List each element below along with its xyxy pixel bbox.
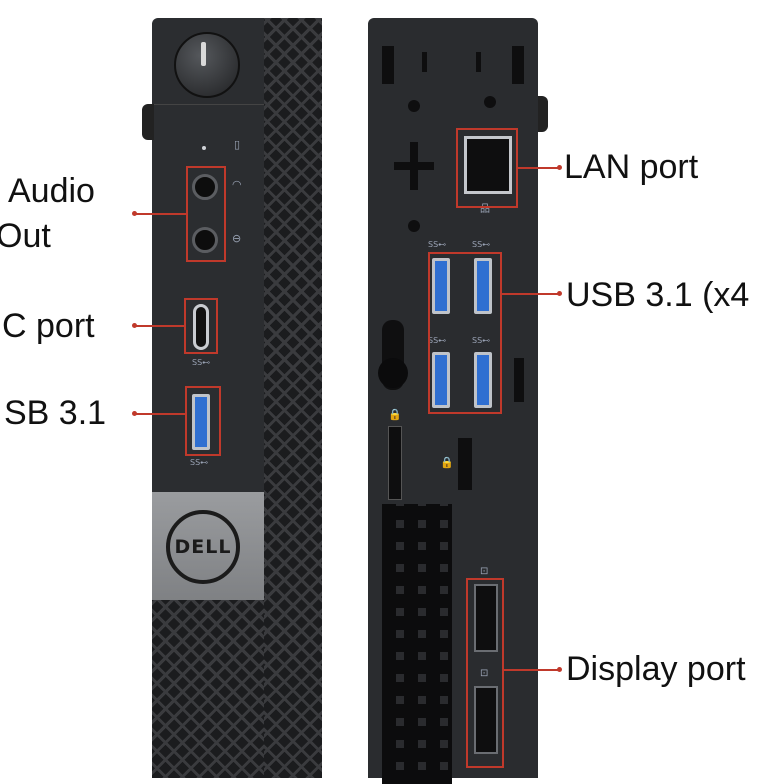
front-usb-leader-dot xyxy=(132,411,137,416)
display-port-label: Display port xyxy=(566,650,746,688)
lan-label: LAN port xyxy=(564,148,699,186)
usbc-label: C port xyxy=(2,307,95,345)
display-leader-dot xyxy=(557,667,562,672)
left-latch xyxy=(142,104,154,140)
top-slot-mid2 xyxy=(476,52,481,72)
audio-leader xyxy=(134,213,186,215)
rear-usb-port-1[interactable] xyxy=(432,258,450,314)
lock-icon-1: 🔒 xyxy=(388,408,402,421)
usb-mark-2: SS⊷ xyxy=(472,240,491,249)
rear-usb-port-4[interactable] xyxy=(474,352,492,408)
side-slot xyxy=(514,358,524,402)
network-icon: 品 xyxy=(480,204,490,215)
usb-c-port[interactable] xyxy=(193,304,209,350)
rear-usb-port-2[interactable] xyxy=(474,258,492,314)
headset-icon: ◠ xyxy=(232,178,242,191)
audio-leader-dot xyxy=(132,211,137,216)
front-grille xyxy=(264,18,322,778)
front-usb-leader xyxy=(134,413,185,415)
front-usb-label: SB 3.1 xyxy=(4,394,107,432)
front-lower-grille xyxy=(152,600,264,778)
dc-plus-bar xyxy=(394,162,434,170)
usbc-leader xyxy=(134,325,184,327)
lan-port[interactable] xyxy=(464,136,512,194)
usb-mark-3: SS⊷ xyxy=(428,336,447,345)
activity-led xyxy=(202,146,206,150)
usb-rear-highlight xyxy=(428,252,502,414)
dell-logo-text: DELL xyxy=(174,536,232,558)
padlock-loop xyxy=(458,438,472,490)
audio-highlight xyxy=(186,166,226,262)
audio-out-label-line2: Out xyxy=(0,217,51,255)
kensington-slot xyxy=(388,426,402,500)
front-usb-mark: SS⊷ xyxy=(190,458,209,467)
lan-leader-dot xyxy=(557,165,562,170)
drive-activity-icon: ▯ xyxy=(234,138,241,151)
usb-rear-leader-dot xyxy=(557,291,562,296)
cable-lock-knob xyxy=(378,358,408,388)
panel-divider xyxy=(152,104,264,105)
usb-c-mark: SS⊷ xyxy=(192,358,211,367)
front-usb-highlight xyxy=(185,386,221,456)
dp-icon-1: ⊡ xyxy=(480,566,489,577)
lock-icon-2: 🔒 xyxy=(440,456,454,469)
display-port-2[interactable] xyxy=(474,686,498,754)
top-slot-mid1 xyxy=(422,52,427,72)
front-unit: DELL ▯ ◠ ⊖ SS⊷ SS⊷ xyxy=(152,18,322,778)
audio-out-label-line1: Audio xyxy=(8,172,95,210)
screw-hole-2 xyxy=(484,96,496,108)
display-leader xyxy=(504,669,560,671)
usb-mark-4: SS⊷ xyxy=(472,336,491,345)
headset-jack[interactable] xyxy=(192,174,218,200)
screw-hole-1 xyxy=(408,100,420,112)
line-out-icon: ⊖ xyxy=(232,232,242,245)
dp-icon-2: ⊡ xyxy=(480,668,489,679)
display-highlight xyxy=(466,578,504,768)
power-button[interactable] xyxy=(174,32,240,98)
lan-leader xyxy=(518,167,560,169)
usbc-highlight xyxy=(184,298,218,354)
dell-logo: DELL xyxy=(166,510,240,584)
rear-unit: 品 SS⊷ SS⊷ SS⊷ SS⊷ 🔒 🔒 ⊡ ⊡ xyxy=(368,18,538,784)
usbc-leader-dot xyxy=(132,323,137,328)
line-out-jack[interactable] xyxy=(192,227,218,253)
rear-vent xyxy=(382,504,452,784)
power-icon xyxy=(201,42,206,66)
screw-hole-3 xyxy=(408,220,420,232)
display-port-1[interactable] xyxy=(474,584,498,652)
usb-rear-leader xyxy=(502,293,560,295)
right-latch xyxy=(536,96,548,132)
usb-rear-label: USB 3.1 (x4 xyxy=(566,276,750,314)
lan-highlight xyxy=(456,128,518,208)
usb-mark-1: SS⊷ xyxy=(428,240,447,249)
top-slot-left xyxy=(382,46,394,84)
front-usb-a-port[interactable] xyxy=(192,394,210,450)
rear-usb-port-3[interactable] xyxy=(432,352,450,408)
top-slot-right xyxy=(512,46,524,84)
